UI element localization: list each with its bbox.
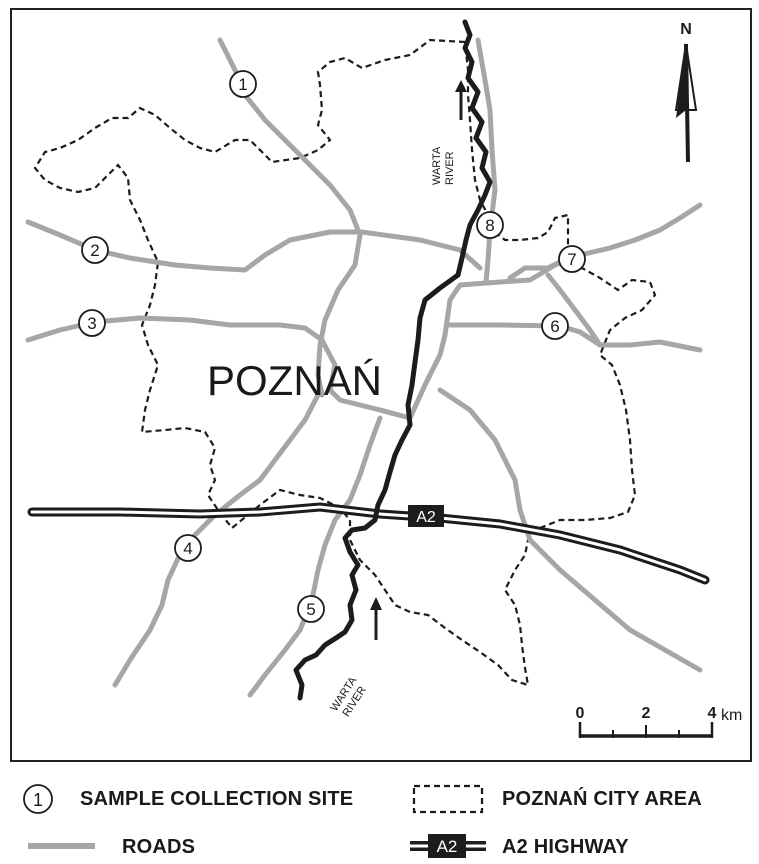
road-center-ne: [407, 202, 703, 421]
legend: SAMPLE COLLECTION SITE POZNAŃ CITY AREA …: [0, 764, 759, 864]
site-1-marker: 1: [229, 70, 257, 98]
svg-text:A2: A2: [416, 509, 436, 526]
svg-text:N: N: [680, 21, 692, 38]
road-s-5: [247, 415, 383, 698]
svg-text:8: 8: [485, 216, 494, 235]
svg-text:4: 4: [183, 539, 192, 558]
legend-site-symbol: 1: [23, 784, 53, 814]
legend-roads-text: ROADS: [122, 836, 196, 858]
legend-city-area-text: POZNAŃ CITY AREA: [502, 788, 702, 810]
svg-text:km: km: [721, 707, 742, 724]
scale-bar: 0 2 4 km: [576, 705, 742, 738]
site-8-marker: 8: [476, 211, 504, 239]
road-mid-se: [437, 387, 703, 673]
legend-highway-symbol: A2: [410, 834, 486, 858]
legend-city-area-symbol: [412, 784, 484, 814]
road-north-8: [475, 37, 498, 285]
svg-text:0: 0: [576, 705, 585, 722]
svg-text:1: 1: [33, 790, 43, 810]
legend-site-text: SAMPLE COLLECTION SITE: [80, 788, 354, 810]
north-arrow-icon: N: [674, 21, 698, 163]
river-arrow-north: [455, 80, 467, 120]
river-label-north: WARTA RIVER: [431, 144, 456, 185]
road-7-east: [545, 272, 603, 348]
svg-text:3: 3: [87, 314, 96, 333]
sample-sites: 1 2 3 4 5 6 7 8: [78, 70, 586, 623]
site-4-marker: 4: [174, 534, 202, 562]
svg-text:5: 5: [306, 600, 315, 619]
legend-symbols: 1 A2: [23, 784, 486, 858]
city-label: POZNAŃ: [207, 357, 382, 404]
site-5-marker: 5: [297, 595, 325, 623]
svg-text:2: 2: [642, 705, 651, 722]
roads: [25, 37, 703, 698]
site-6-marker: 6: [541, 312, 569, 340]
svg-text:4: 4: [708, 705, 717, 722]
road-sw-4: [112, 392, 321, 688]
river-label-south: WARTA RIVER: [328, 673, 371, 721]
svg-text:A2: A2: [437, 837, 458, 856]
site-2-marker: 2: [81, 236, 109, 264]
legend-highway-text: A2 HIGHWAY: [502, 836, 629, 858]
svg-text:2: 2: [90, 241, 99, 260]
svg-text:6: 6: [550, 317, 559, 336]
svg-text:1: 1: [238, 75, 247, 94]
svg-text:7: 7: [567, 250, 576, 269]
river-arrow-south: [370, 597, 382, 640]
site-3-marker: 3: [78, 309, 106, 337]
road-east-6: [447, 322, 703, 353]
site-7-marker: 7: [558, 245, 586, 273]
city-boundary: [33, 38, 657, 687]
warta-river: [293, 19, 493, 701]
a2-highway-label: A2: [408, 505, 444, 527]
map-frame: [10, 8, 752, 762]
